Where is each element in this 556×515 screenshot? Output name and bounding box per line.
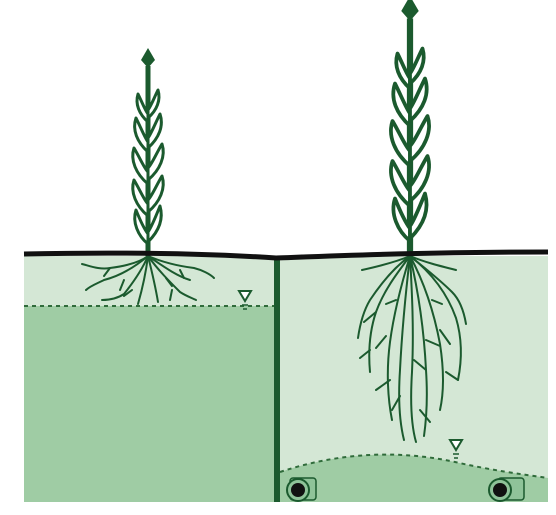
drain-pipe-icon	[287, 478, 316, 501]
drain-pipe-icon	[489, 478, 524, 501]
undrained-soil-panel	[24, 48, 276, 502]
corn-plant-short	[133, 48, 163, 256]
saturated-zone-left	[24, 306, 276, 502]
panel-divider	[274, 256, 280, 502]
corn-plant-tall	[391, 0, 429, 256]
